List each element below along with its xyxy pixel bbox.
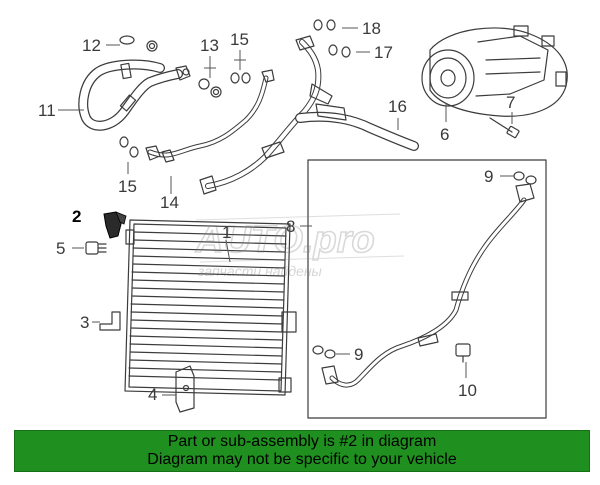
callout-11[interactable]: 11 [38,101,56,120]
callout-17[interactable]: 17 [374,43,393,62]
watermark-caption: запчасти найдены [197,263,323,279]
callout-13[interactable]: 13 [200,36,219,55]
watermark-logo-text: AUTO.pro [195,219,375,261]
part-14-line[interactable] [145,69,275,163]
callout-10[interactable]: 10 [458,381,477,400]
part-2-bracket[interactable] [103,211,127,239]
part-9-seals-bottom[interactable] [312,345,336,359]
callout-9-top[interactable]: 9 [484,167,493,186]
callout-6[interactable]: 6 [440,125,449,144]
leader-lines [58,27,514,396]
part-13-seals[interactable] [198,78,222,98]
banner-line-1: Part or sub-assembly is #2 in diagram [167,433,437,450]
inset-frame [307,159,547,419]
part-15-seals-top[interactable] [230,72,251,84]
callout-12[interactable]: 12 [82,36,101,55]
part-4-bracket[interactable] [175,365,195,413]
callout-7[interactable]: 7 [506,93,515,112]
banner-line-2: Diagram may not be specific to your vehi… [147,451,457,468]
callout-3[interactable]: 3 [80,313,89,332]
part-6-compressor[interactable] [421,25,568,117]
part-7-bolt[interactable] [489,117,520,139]
part-12-seals[interactable] [119,35,158,52]
callout-18[interactable]: 18 [362,19,381,38]
part-16-line[interactable] [199,35,419,195]
callout-9-bottom[interactable]: 9 [354,345,363,364]
callout-4[interactable]: 4 [148,385,157,404]
part-8-line[interactable] [321,183,535,388]
callout-2[interactable]: 2 [72,207,81,226]
callout-8[interactable]: 8 [286,217,295,236]
callout-15-bottom[interactable]: 15 [118,177,137,196]
callout-14[interactable]: 14 [160,193,179,212]
watermark-logo: AUTO.pro запчасти найдены [194,213,405,279]
condenser[interactable] [124,219,297,396]
callout-5[interactable]: 5 [56,239,65,258]
part-17-seals[interactable] [328,44,351,58]
info-banner: Part or sub-assembly is #2 in diagram Di… [14,430,590,472]
part-10-switch[interactable] [455,343,471,363]
part-3-bracket[interactable] [99,311,121,331]
callout-16[interactable]: 16 [388,97,407,116]
part-18-seals[interactable] [313,19,336,31]
part-11-hose[interactable] [78,59,191,131]
callout-15-top[interactable]: 15 [230,30,249,49]
part-15-seals-bottom[interactable] [119,136,139,158]
callout-labels: 2 1 3 4 5 6 7 8 9 9 10 11 12 13 14 15 15… [38,19,515,404]
part-9-seals-top[interactable] [513,171,537,185]
part-5-bolt[interactable] [85,241,107,255]
callout-1[interactable]: 1 [222,223,231,242]
